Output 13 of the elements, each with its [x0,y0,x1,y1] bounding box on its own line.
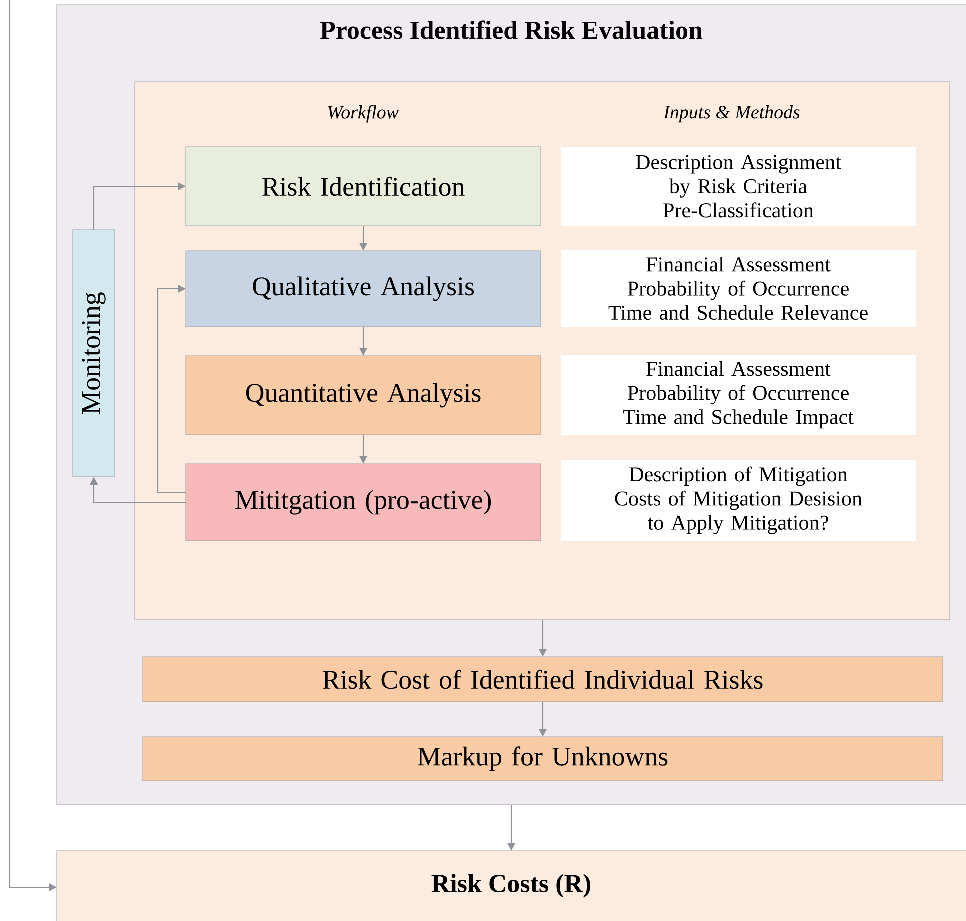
process-box: Mititgation (pro-active) [186,464,542,542]
text-box: Description Assignment by Risk Criteria Pre-Classification [561,147,916,226]
process-box: Quantitative Analysis [186,356,542,436]
result-box: Risk Costs (R) [56,850,966,921]
process-box: Risk Identification [186,146,542,226]
process-box: Markup for Unknowns [142,736,944,782]
process-box: Monitoring [72,230,116,478]
arrow [157,284,186,494]
process-box: Risk Cost of Identified Individual Risks [142,656,944,702]
process-box: Qualitative Analysis [186,250,542,328]
text-box: Description of Mitigation Costs of Mitigation Desision to Apply Mitigation? [561,460,916,541]
text-box: Financial Assessment Probability of Occurrence Time and Schedule Impact [561,355,916,435]
text-box: Financial Assessment Probability of Occurrence Time and Schedule Relevance [561,250,916,327]
